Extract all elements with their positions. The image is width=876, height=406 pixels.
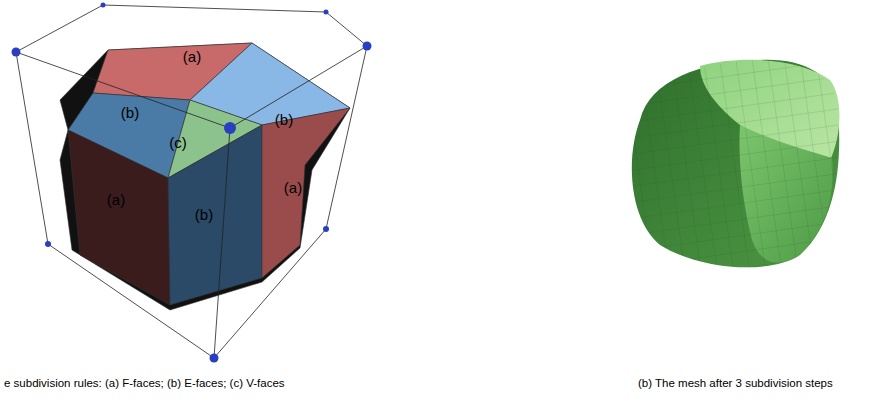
face-label: (b) — [121, 104, 139, 121]
control-cube-front — [16, 46, 367, 358]
control-points — [12, 3, 372, 363]
caption: e subdivision rules: (a) F-faces; (b) E-… — [4, 377, 285, 390]
smooth-mesh — [632, 60, 840, 268]
face-label: (c) — [169, 134, 187, 151]
caption: (b) The mesh after 3 subdivision steps — [638, 377, 833, 390]
face-label: (b) — [275, 111, 293, 128]
face-label: (b) — [195, 206, 213, 223]
face-label: (a) — [107, 191, 125, 208]
control-cube — [16, 5, 367, 358]
face-label: (a) — [284, 179, 302, 196]
face-label: (a) — [183, 48, 201, 65]
